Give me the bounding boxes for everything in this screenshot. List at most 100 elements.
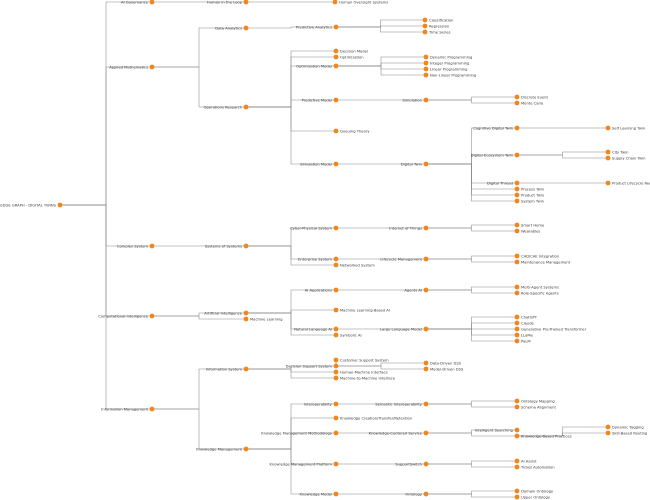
node-optimiz[interactable]: Optimization <box>333 54 365 60</box>
node-cadcae[interactable]: CAD/CAE Integration <box>514 253 560 259</box>
node-opres[interactable]: Operations Research <box>204 104 249 110</box>
node-compint[interactable]: Computational Intelligence <box>98 313 155 319</box>
node-km[interactable]: Knowledge Management <box>196 446 249 452</box>
node-upperont[interactable]: Upper Ontology <box>514 494 551 500</box>
node-label: Classification <box>429 18 454 22</box>
node-appmath[interactable]: Applied Mathematics <box>109 64 155 70</box>
node-classif[interactable]: Classification <box>422 17 454 23</box>
node-nlp[interactable]: Natural Language AI <box>294 326 339 332</box>
node-regress[interactable]: Regression <box>422 23 450 29</box>
node-discev[interactable]: Discrete Event <box>514 94 549 100</box>
node-semint[interactable]: Semantic Interoperability <box>375 401 429 407</box>
node-intsearch[interactable]: Intelligent Searching <box>475 427 520 433</box>
node-dss[interactable]: Decision Support System <box>286 363 339 369</box>
edge-semint-ontmap <box>426 400 517 405</box>
node-ontology[interactable]: Ontology <box>405 491 429 497</box>
node-claude[interactable]: Claude <box>514 320 535 326</box>
node-kcentered[interactable]: Knowledge-Centered Service <box>369 430 429 436</box>
node-proctwin[interactable]: Process Twin <box>514 186 545 192</box>
node-simul[interactable]: Simulation <box>402 97 429 103</box>
node-dynprog[interactable]: Dynamic Programming <box>423 54 473 60</box>
node-dtwin[interactable]: Digital Twin <box>401 161 429 167</box>
node-chatgpt[interactable]: ChatGPT <box>514 314 538 320</box>
node-linprog[interactable]: Linear Programming <box>423 66 468 72</box>
node-kmodel[interactable]: Knowledge Model <box>299 491 339 497</box>
node-supplytwin[interactable]: Supply Chain Twin <box>605 155 647 161</box>
node-predmod[interactable]: Predictive Model <box>302 97 339 103</box>
node-ontmap[interactable]: Ontology Mapping <box>514 398 555 404</box>
node-intprog[interactable]: Integer Programming <box>423 60 470 66</box>
node-dot <box>333 357 339 363</box>
node-aiassist[interactable]: AI Assist <box>514 458 537 464</box>
node-infosys[interactable]: Information System <box>206 366 249 372</box>
node-label: Human Oversight Systems <box>339 0 388 4</box>
node-wearables[interactable]: Wearables <box>514 228 541 234</box>
node-ecotwin[interactable]: Digital Ecosystem Twin <box>471 152 520 158</box>
node-kmplat[interactable]: Knowledge Management Platform <box>270 461 339 467</box>
node-queuing[interactable]: Queuing Theory <box>333 128 371 134</box>
node-ticketauto[interactable]: Ticket Automation <box>514 464 556 470</box>
node-llm[interactable]: Large Language Model <box>380 326 429 332</box>
node-decmod[interactable]: Decision Model <box>333 48 368 54</box>
node-ai_gov[interactable]: AI Governance <box>121 0 155 5</box>
node-label: Knowledge Management <box>196 447 242 451</box>
node-llama[interactable]: LLaMa <box>514 332 533 338</box>
node-systwin[interactable]: System Twin <box>514 198 545 204</box>
node-palm[interactable]: PaLM <box>514 338 531 344</box>
node-montecarlo[interactable]: Monte Carlo <box>514 100 544 106</box>
node-hitl[interactable]: Human in the Loop <box>207 0 249 5</box>
node-ml[interactable]: Machine Learning <box>243 316 283 322</box>
node-schema[interactable]: Schema Alignment <box>514 404 557 410</box>
node-dot <box>243 316 249 322</box>
node-symbolic[interactable]: Symbolic AI <box>333 332 362 338</box>
node-ai[interactable]: Artificial Intelligence <box>204 310 249 316</box>
node-hmi[interactable]: Human-Machine Interface <box>333 369 389 375</box>
node-cps[interactable]: Cyber-Physical System <box>290 225 339 231</box>
node-kmbp[interactable]: Knowledge-Based Practices <box>514 433 572 439</box>
node-infomgmt[interactable]: Information Management <box>101 406 155 412</box>
node-entsys[interactable]: Enterprise System <box>298 256 339 262</box>
node-multiagent[interactable]: Multi-Agent Systems <box>514 284 560 290</box>
node-gpt[interactable]: Generative Pre-Trained Transformer <box>514 326 587 332</box>
node-kcreation[interactable]: Knowledge Creation/Transfer/Retention <box>333 415 413 421</box>
node-selflearn[interactable]: Self Learning Twin <box>605 125 646 131</box>
node-smarthome[interactable]: Smart Home <box>514 222 545 228</box>
node-citytwin[interactable]: City Twin <box>605 149 629 155</box>
node-timeser[interactable]: Time Series <box>422 29 451 35</box>
node-plm[interactable]: Product Lifecycle Record <box>605 180 650 186</box>
node-root[interactable]: KNOWLEDGE GRAPH - DIGITAL TWINS <box>0 202 63 208</box>
node-prodtwin[interactable]: Product Twin <box>514 192 545 198</box>
node-agentsai[interactable]: Agents AI <box>404 287 429 293</box>
node-datadss[interactable]: Data-Driven DSS <box>423 360 462 366</box>
node-dthread[interactable]: Digital Thread <box>487 180 520 186</box>
node-maint[interactable]: Maintenance Management <box>514 259 571 265</box>
node-label: Artificial Intelligence <box>204 311 243 315</box>
node-skillrout[interactable]: Skill-Based Routing <box>605 430 648 436</box>
node-simmod[interactable]: Simulation Model <box>300 161 339 167</box>
node-label: AI Governance <box>121 0 149 4</box>
node-modeldss[interactable]: Model-Driven DSS <box>423 366 464 372</box>
node-suppswitch[interactable]: SupportSwitch <box>395 461 429 467</box>
node-netsys[interactable]: Networked System <box>333 262 376 268</box>
node-aiapps[interactable]: AI Applications <box>305 287 339 293</box>
node-m2m[interactable]: Machine-to-Machine Interface <box>333 375 396 381</box>
node-iot[interactable]: Internet of Things <box>389 225 429 231</box>
node-nonlinprog[interactable]: Non-Linear Programming <box>423 72 477 78</box>
edge-predan-timeser <box>336 26 425 33</box>
node-domont[interactable]: Domain Ontology <box>514 488 554 494</box>
node-sos[interactable]: Systems of Systems <box>205 243 249 249</box>
node-kmm[interactable]: Knowledge Management Methodology <box>261 430 339 436</box>
node-lifecycle[interactable]: Lifecycle Management <box>380 256 429 262</box>
node-rolespec[interactable]: Role-Specific Agents <box>514 290 559 296</box>
node-hos[interactable]: Human Oversight Systems <box>332 0 389 5</box>
node-interop[interactable]: Interoperability <box>304 401 339 407</box>
node-mlbased[interactable]: Machine Learning-Based AI <box>333 307 390 313</box>
edge-simul-montecarlo <box>426 99 517 104</box>
node-custdss[interactable]: Customer Support System <box>333 357 389 363</box>
node-predan[interactable]: Predictive Analytics <box>296 24 339 30</box>
node-dyntag[interactable]: Dynamic Tagging <box>605 424 644 430</box>
node-optmod[interactable]: Optimization Model <box>296 63 339 69</box>
node-cogtwin[interactable]: Cognitive Digital Twin <box>473 125 520 131</box>
node-dataan[interactable]: Data Analytics <box>215 25 249 31</box>
node-complex[interactable]: Complex System <box>117 243 155 249</box>
